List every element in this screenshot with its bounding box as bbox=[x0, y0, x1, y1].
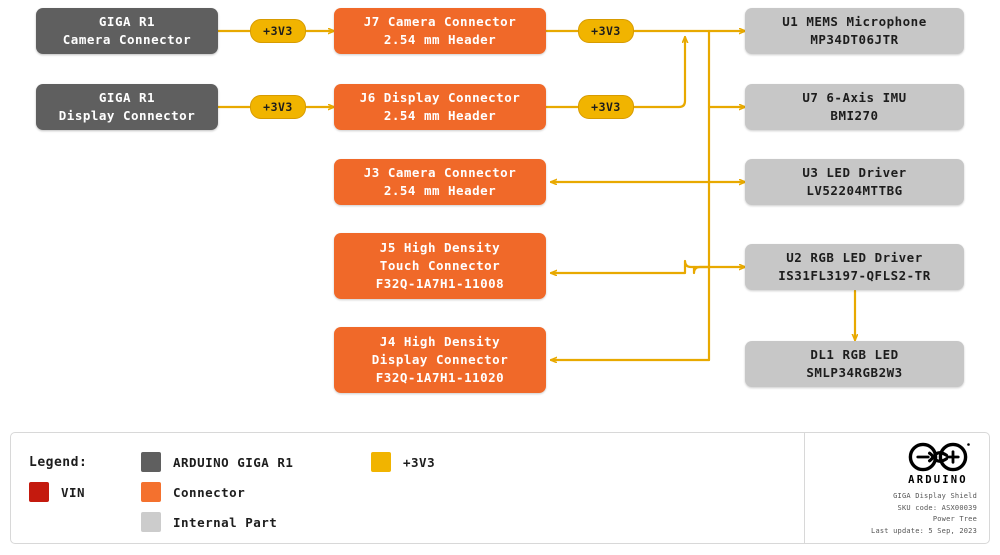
rail-label-3v3: +3V3 bbox=[578, 95, 634, 119]
metadata-product: GIGA Display Shield bbox=[893, 492, 977, 500]
arduino-infinity-icon bbox=[908, 442, 970, 472]
node-line: GIGA R1 bbox=[98, 89, 156, 105]
legend-item-giga: ARDUINO GIGA R1 bbox=[141, 452, 371, 472]
metadata-sku: SKU code: ASX00039 bbox=[897, 503, 977, 512]
node-line: 2.54 mm Header bbox=[383, 32, 497, 47]
node-line: Camera Connector bbox=[62, 32, 192, 47]
metadata-doctype: Power Tree bbox=[932, 515, 977, 524]
node-line: F32Q-1A7H1-11008 bbox=[375, 276, 505, 292]
legend-label: Connector bbox=[173, 484, 246, 500]
legend-items: Legend: ARDUINO GIGA R1 +3V3 VIN Connect… bbox=[11, 433, 804, 543]
legend-item-connector: Connector bbox=[141, 482, 371, 502]
node-line: U1 MEMS Microphone bbox=[782, 13, 927, 29]
arduino-wordmark: ARDUINO bbox=[908, 474, 968, 486]
legend-swatch-giga bbox=[141, 452, 161, 472]
node-line: LV52204MTTBG bbox=[806, 183, 903, 198]
rail-label-3v3: +3V3 bbox=[578, 19, 634, 43]
legend-swatch-vin bbox=[29, 482, 49, 502]
legend-label: +3V3 bbox=[403, 454, 436, 470]
legend-item-vin: VIN bbox=[29, 482, 141, 502]
legend-label: ARDUINO GIGA R1 bbox=[173, 454, 294, 470]
node-line: IS31FL3197-QFLS2-TR bbox=[778, 268, 931, 283]
branding-panel: ARDUINO GIGA Display Shield SKU code: AS… bbox=[804, 433, 989, 543]
node-line: DL1 RGB LED bbox=[810, 346, 899, 362]
node-line: J4 High Density bbox=[379, 333, 501, 349]
legend-swatch-internal bbox=[141, 512, 161, 532]
legend-row: VIN Connector bbox=[29, 477, 804, 507]
node-j7-camera-connector: J7 Camera Connector 2.54 mm Header bbox=[334, 8, 546, 54]
node-line: U3 LED Driver bbox=[802, 164, 907, 180]
node-line: J6 Display Connector bbox=[359, 89, 521, 105]
rail-label-3v3: +3V3 bbox=[250, 95, 306, 119]
node-line: J5 High Density bbox=[379, 239, 501, 255]
legend-panel: Legend: ARDUINO GIGA R1 +3V3 VIN Connect… bbox=[10, 432, 990, 544]
node-line: BMI270 bbox=[830, 108, 879, 123]
node-line: SMLP34RGB2W3 bbox=[806, 365, 903, 380]
node-dl1-rgb-led: DL1 RGB LED SMLP34RGB2W3 bbox=[745, 341, 964, 387]
node-line: U2 RGB LED Driver bbox=[786, 249, 923, 265]
node-u7-imu: U7 6-Axis IMU BMI270 bbox=[745, 84, 964, 130]
legend-swatch-3v3 bbox=[371, 452, 391, 472]
node-line: 2.54 mm Header bbox=[383, 183, 497, 198]
document-metadata: GIGA Display Shield SKU code: ASX00039 P… bbox=[871, 491, 977, 537]
node-giga-display: GIGA R1 Display Connector bbox=[36, 84, 218, 130]
legend-label: Internal Part bbox=[173, 514, 278, 530]
node-line: GIGA R1 bbox=[98, 13, 156, 29]
node-j6-display-connector: J6 Display Connector 2.54 mm Header bbox=[334, 84, 546, 130]
power-tree-diagram: GIGA R1 Camera Connector GIGA R1 Display… bbox=[36, 0, 1000, 420]
node-line: F32Q-1A7H1-11020 bbox=[375, 370, 505, 386]
node-j3-camera-connector: J3 Camera Connector 2.54 mm Header bbox=[334, 159, 546, 205]
legend-swatch-connector bbox=[141, 482, 161, 502]
registered-mark-icon bbox=[967, 443, 970, 446]
node-line: MP34DT06JTR bbox=[810, 32, 899, 47]
legend-label: VIN bbox=[61, 484, 86, 500]
legend-row: Legend: ARDUINO GIGA R1 +3V3 bbox=[29, 447, 804, 477]
node-u1-mems-microphone: U1 MEMS Microphone MP34DT06JTR bbox=[745, 8, 964, 54]
legend-row: Internal Part bbox=[29, 507, 804, 537]
node-j4-display-connector: J4 High Density Display Connector F32Q-1… bbox=[334, 327, 546, 393]
node-line: Display Connector bbox=[58, 108, 196, 123]
node-line: U7 6-Axis IMU bbox=[802, 89, 907, 105]
arduino-logo: ARDUINO bbox=[905, 441, 971, 486]
node-line: Display Connector bbox=[371, 351, 509, 367]
node-u3-led-driver: U3 LED Driver LV52204MTTBG bbox=[745, 159, 964, 205]
metadata-last-update: Last update: 5 Sep, 2023 bbox=[871, 526, 977, 535]
node-line: J7 Camera Connector bbox=[363, 13, 517, 29]
node-line: J3 Camera Connector bbox=[363, 164, 517, 180]
rail-label-3v3: +3V3 bbox=[250, 19, 306, 43]
node-j5-touch-connector: J5 High Density Touch Connector F32Q-1A7… bbox=[334, 233, 546, 299]
legend-title: Legend: bbox=[29, 454, 88, 470]
node-u2-rgb-led-driver: U2 RGB LED Driver IS31FL3197-QFLS2-TR bbox=[745, 244, 964, 290]
node-line: 2.54 mm Header bbox=[383, 108, 497, 123]
node-line: Touch Connector bbox=[379, 257, 501, 273]
connection-wires bbox=[216, 0, 1000, 420]
legend-item-3v3: +3V3 bbox=[371, 452, 435, 472]
legend-item-internal: Internal Part bbox=[141, 512, 371, 532]
node-giga-camera: GIGA R1 Camera Connector bbox=[36, 8, 218, 54]
